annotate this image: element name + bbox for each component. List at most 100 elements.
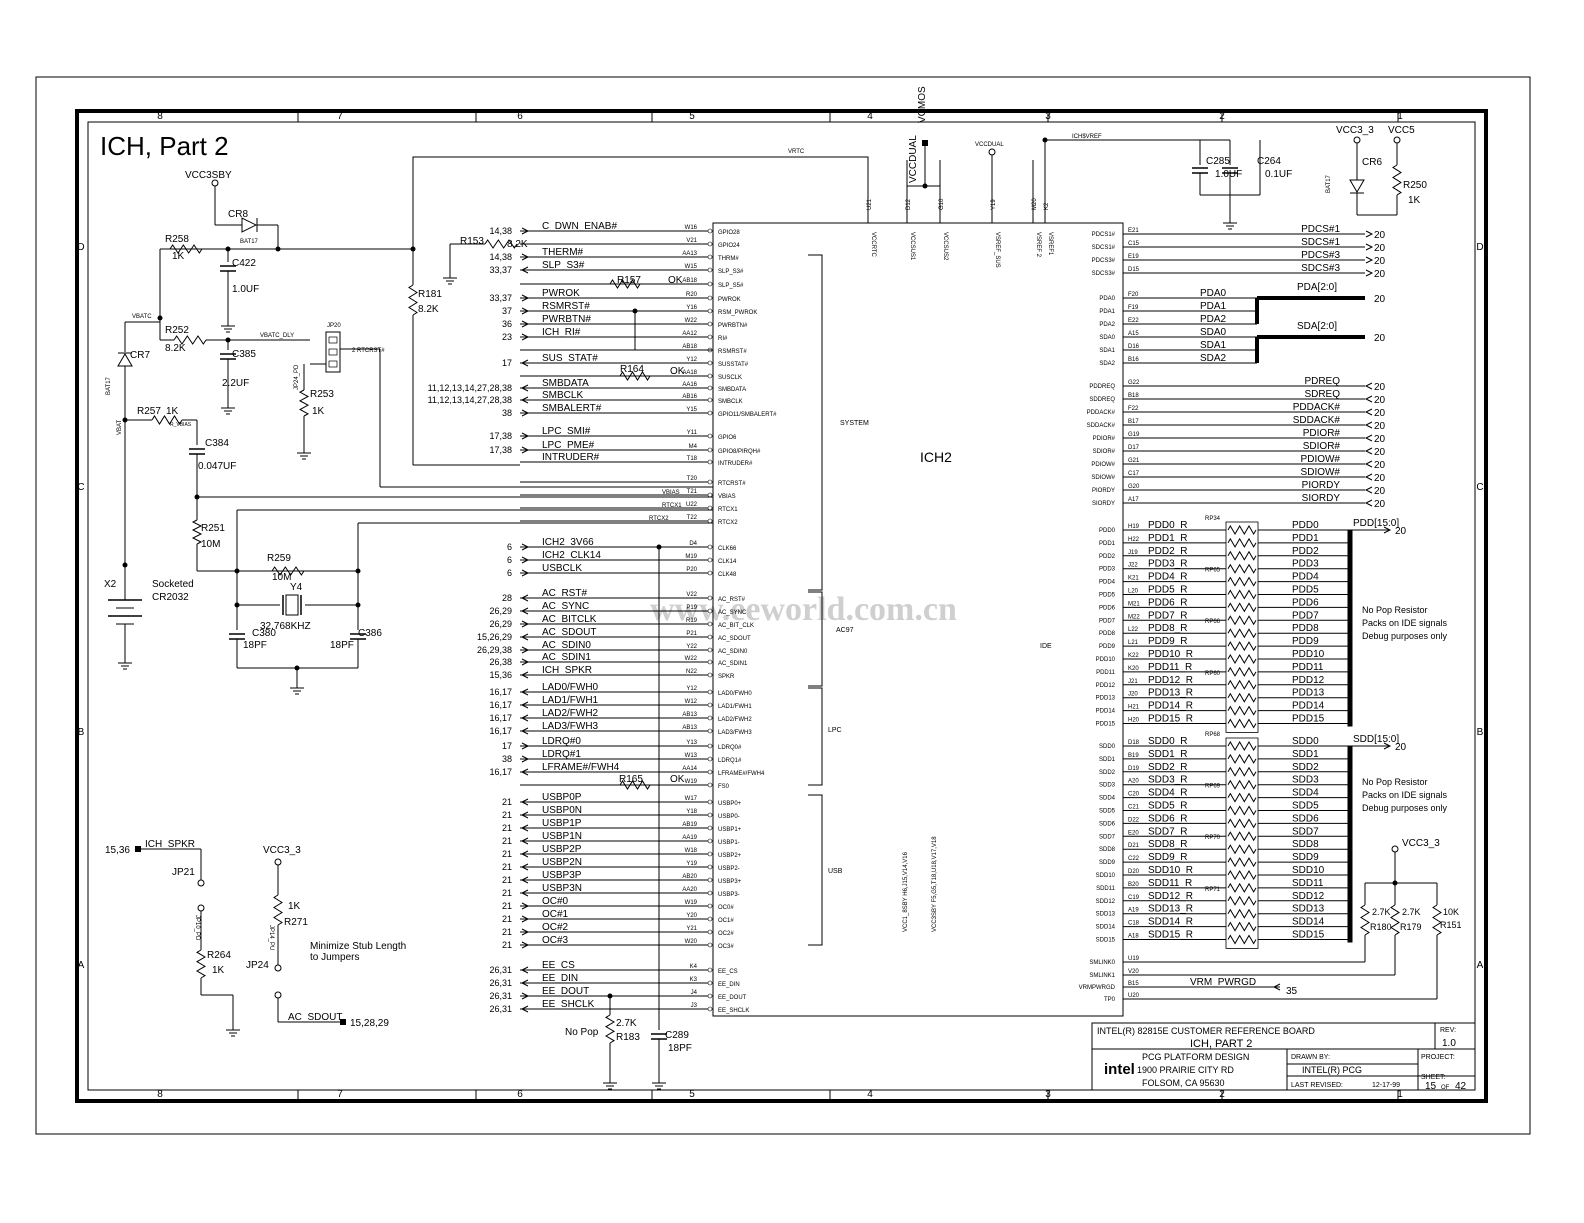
section-usb: USB <box>828 868 843 875</box>
resistor-pack-element <box>1227 766 1257 777</box>
top-pin-id: M20 <box>1032 198 1038 210</box>
top-pin-name: VCCSUS1 <box>909 232 915 261</box>
pin-name: SMBCLK <box>718 399 743 405</box>
resistor-pack-element <box>1227 563 1257 574</box>
signal-ref: 26,31 <box>489 1004 512 1014</box>
pin-stub <box>707 595 713 601</box>
top-pin-id: K2 <box>1044 202 1050 210</box>
resistor <box>1432 904 1442 936</box>
signal-ref: 16,17 <box>489 713 512 723</box>
pin-name: SDDACK# <box>1087 423 1116 429</box>
signal-name: LPC_PME# <box>542 440 595 451</box>
zone-marker-left: C <box>77 482 84 493</box>
pin-name: PDA0 <box>1099 296 1115 302</box>
pin-stub <box>707 518 713 524</box>
junction-dot <box>275 246 281 252</box>
pin-name: SDD13 <box>1096 912 1116 918</box>
signal-name: SDA2 <box>1200 353 1227 364</box>
pin-name: SDIOW# <box>1091 475 1115 481</box>
signal-name: SDD8_R <box>1148 839 1187 850</box>
zone-marker-top: 7 <box>337 111 343 122</box>
signal-ref: 20 <box>1374 434 1386 445</box>
signal-ref: 21 <box>502 914 512 924</box>
signal-ref: 26,31 <box>489 965 512 975</box>
title-block <box>1091 1022 1476 1091</box>
resistor <box>191 519 203 545</box>
resistor-pack-element <box>1227 805 1257 816</box>
pin-id: D19 <box>1128 766 1140 772</box>
refdes: C289 <box>665 1030 689 1041</box>
signal-ref: 20 <box>1374 269 1386 280</box>
tb-rev: 1.0 <box>1442 1038 1456 1049</box>
signal-ref: 16,17 <box>489 726 512 736</box>
signal-ref: 28 <box>502 593 512 603</box>
resistor <box>298 389 310 417</box>
pin-name: SDD14 <box>1096 925 1116 931</box>
pin-id: K20 <box>1128 666 1139 672</box>
outer-frame <box>35 76 1531 1135</box>
pin-stub <box>707 321 713 327</box>
signal-name: SDD11 <box>1292 878 1324 889</box>
signal-name: AC_SDIN1 <box>542 652 591 663</box>
pin-id: W22 <box>685 656 698 662</box>
part-value: BAT17 <box>1326 174 1332 193</box>
section-ac97: AC97 <box>836 627 854 634</box>
section-bracket <box>808 794 823 946</box>
signal-name: SDIOR# <box>1303 441 1341 452</box>
value: 8.2K <box>418 304 439 315</box>
signal-ref: 20 <box>1374 333 1386 344</box>
pin-name: USBP3+ <box>718 879 742 885</box>
resistor-pack-element <box>1227 525 1257 535</box>
signal-name: SIORDY <box>1302 493 1341 504</box>
signal-name: PDD6_R <box>1148 597 1187 608</box>
resistor <box>151 415 183 425</box>
refdes: R271 <box>284 917 308 928</box>
pin-id: W17 <box>685 796 698 802</box>
signal-name: PIORDY <box>1302 480 1341 491</box>
signal-ref: 17,38 <box>489 431 512 441</box>
pin-id: AA18 <box>682 370 697 376</box>
pin-id: E21 <box>1128 228 1139 234</box>
resistor-pack-element <box>1227 895 1257 906</box>
signal-ref: 26,29 <box>489 606 512 616</box>
pin-name: AC_SDIN0 <box>718 649 748 655</box>
power-label: VCC3_3 <box>1402 838 1440 849</box>
signal-ref: 26,31 <box>489 991 512 1001</box>
signal-name: PDD0 <box>1292 520 1319 531</box>
arrow-bi <box>1364 460 1373 468</box>
signal-name: OC#2 <box>542 922 569 933</box>
signal-name: SDD11_R <box>1148 878 1192 889</box>
pin-name: PIORDY <box>1092 488 1115 494</box>
value: 10M <box>201 539 220 550</box>
signal-name: SDD14 <box>1292 917 1325 928</box>
pin-stub <box>707 916 713 922</box>
pin-stub <box>707 241 713 247</box>
signal-ref: 15,36 <box>489 670 512 680</box>
arrow-bi <box>520 850 529 858</box>
pin-id: N22 <box>686 669 698 675</box>
resistor-pack-element <box>1227 705 1257 716</box>
signal-ref: 21 <box>502 849 512 859</box>
refdes: R179 <box>1400 922 1422 932</box>
pin-name: SPKR <box>718 674 735 680</box>
pin-id: H19 <box>1128 524 1140 530</box>
signal-ref: 14,38 <box>489 226 512 236</box>
arrow-in <box>521 307 530 315</box>
note: No Pop Resistor <box>1362 777 1428 787</box>
power-label: VCCDUAL <box>908 135 919 183</box>
tb-drawn-label: DRAWN BY: <box>1291 1054 1330 1061</box>
top-pin-name: VSREF 2 <box>1035 232 1041 258</box>
signal-name: SDCS#3 <box>1301 263 1340 274</box>
signal-name: LAD3/FWH3 <box>542 721 599 732</box>
signal-name: PDIOR# <box>1303 428 1341 439</box>
value: OK <box>668 275 683 286</box>
pin-name: VRMPWRGD <box>1079 985 1116 991</box>
pin-name: EE_CS <box>718 969 738 975</box>
pin-id: C22 <box>1128 856 1140 862</box>
signal-name: LAD1/FWH1 <box>542 695 599 706</box>
signal-name: SDD2_R <box>1148 762 1187 773</box>
bus-name: PDD[15:0] <box>1353 518 1399 529</box>
resistor-pack-ref: RP65 <box>1205 568 1221 574</box>
refdes: R259 <box>267 553 291 564</box>
pin-id: P21 <box>686 631 697 637</box>
